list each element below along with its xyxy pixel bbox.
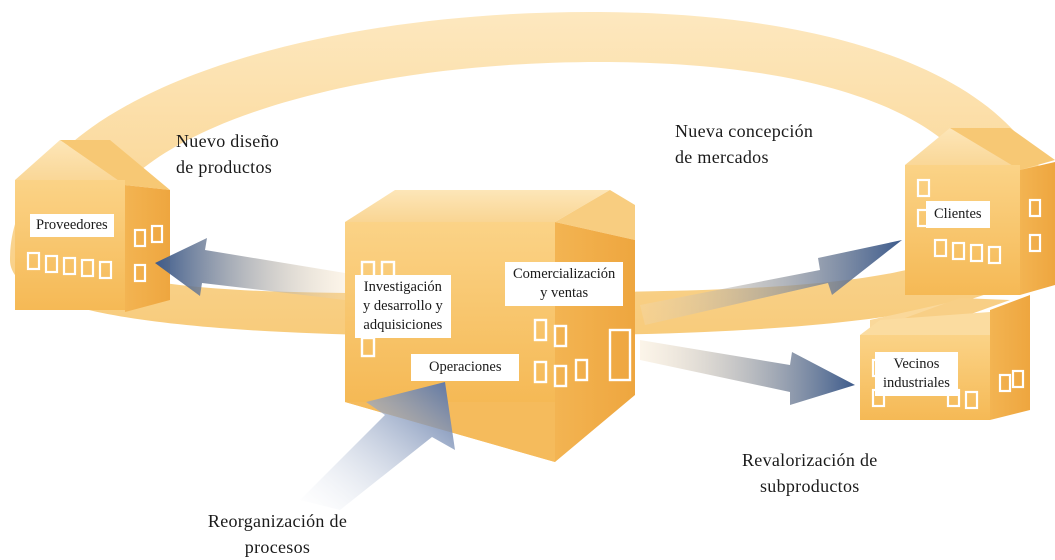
label-line: y ventas <box>540 285 589 301</box>
label-proveedores: Proveedores <box>30 214 114 237</box>
caption-line: de mercados <box>675 147 769 167</box>
caption-nuevo-diseno: Nuevo diseño de productos <box>176 128 279 180</box>
caption-line: subproductos <box>759 476 860 496</box>
caption-reorganizacion: Reorganización de procesos <box>190 508 365 560</box>
label-line: industriales <box>883 375 950 391</box>
clientes-building <box>905 128 1055 295</box>
label-line: Comercialización <box>513 266 616 282</box>
label-operaciones: Operaciones <box>411 354 520 381</box>
label-text: Clientes <box>934 206 982 222</box>
label-vecinos: Vecinos industriales <box>875 352 958 396</box>
caption-line: Reorganización de <box>207 511 348 531</box>
arrow-reorganizacion <box>300 382 455 510</box>
label-line: y desarrollo y <box>363 298 443 314</box>
arrow-to-vecinos <box>640 340 855 405</box>
caption-nueva-concepcion: Nueva concepción de mercados <box>675 118 813 170</box>
label-text: Operaciones <box>429 359 502 375</box>
label-text: Proveedores <box>36 217 108 233</box>
cycle-ring <box>10 11 1055 337</box>
caption-line: de productos <box>176 157 273 177</box>
caption-line: Nuevo diseño <box>176 131 280 151</box>
label-comercializacion: Comercialización y ventas <box>505 262 624 306</box>
label-investigacion: Investigación y desarrollo y adquisicion… <box>355 275 451 338</box>
label-clientes: Clientes <box>926 201 990 228</box>
label-line: adquisiciones <box>363 317 443 333</box>
caption-revalorizacion: Revalorización de subproductos <box>742 447 878 499</box>
proveedores-building <box>15 140 170 312</box>
caption-line: Revalorización de <box>742 450 878 470</box>
label-line: Investigación <box>363 279 442 295</box>
arrow-to-clientes <box>640 240 902 325</box>
caption-line: Nueva concepción <box>675 121 814 141</box>
label-line: Vecinos <box>893 356 940 372</box>
caption-line: procesos <box>244 537 311 557</box>
arrow-to-proveedores <box>155 238 345 300</box>
